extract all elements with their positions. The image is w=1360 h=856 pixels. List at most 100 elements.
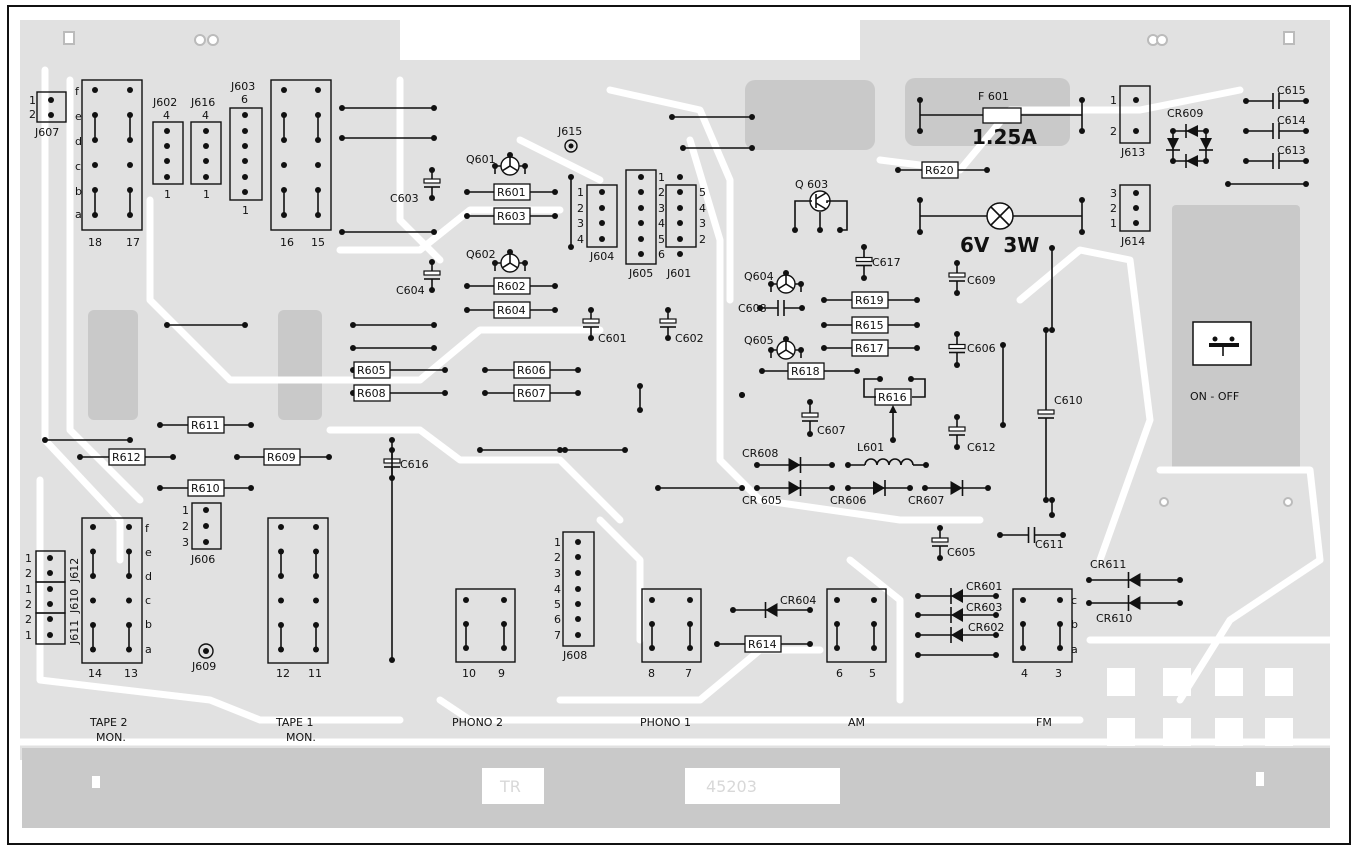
connector-j608: 1 2 3 4 5 6 7 J608 (554, 531, 595, 662)
svg-text:3: 3 (699, 217, 706, 230)
transistor-label: Q602 (466, 248, 496, 261)
fuse-rating: 1.25A (972, 125, 1037, 149)
svg-text:1: 1 (242, 204, 249, 217)
board-number-box (685, 768, 840, 804)
jumper-wire (339, 135, 437, 141)
capacitor-label: C616 (400, 458, 429, 471)
section-tape1-label: TAPE 1 (275, 716, 313, 729)
transistor-q605: Q605 (744, 334, 804, 360)
jumper-wire (477, 447, 563, 453)
capacitor-c612: C612 (948, 414, 996, 454)
capacitor-c603: C603 (390, 167, 441, 205)
svg-text:3: 3 (554, 567, 561, 580)
capacitor-label: C612 (967, 441, 996, 454)
svg-text:10: 10 (462, 667, 476, 680)
capacitor-c605: C605 (931, 525, 976, 561)
svg-text:3: 3 (1110, 187, 1117, 200)
jumper-wire (739, 392, 745, 398)
svg-text:6: 6 (241, 93, 248, 106)
capacitor-label: C606 (967, 342, 996, 355)
svg-text:e: e (145, 546, 152, 559)
diode-label: CR606 (830, 494, 866, 507)
svg-text:18: 18 (88, 236, 102, 249)
resistor-r620: R620 (895, 161, 990, 179)
capacitor-label: C614 (1277, 114, 1306, 127)
svg-text:J608: J608 (562, 649, 587, 662)
switch-6-5 (826, 588, 887, 663)
resistor-r603: R603 (464, 207, 558, 225)
switch-8-7 (641, 588, 702, 663)
lamp-indicator: 6V 3W (917, 197, 1085, 257)
capacitor-label: C617 (872, 256, 901, 269)
diode-cr601: CR601 (915, 580, 1002, 604)
svg-text:5: 5 (658, 233, 665, 246)
svg-text:J603: J603 (230, 80, 255, 93)
svg-text:2: 2 (554, 551, 561, 564)
diode-label: CR604 (780, 594, 816, 607)
svg-text:1: 1 (25, 583, 32, 596)
switch-14-13 (81, 517, 143, 664)
capacitor-c601: C601 (582, 307, 627, 345)
capacitor-label: C604 (396, 284, 425, 297)
capacitor-c613: C613 (1243, 144, 1309, 169)
svg-text:16: 16 (280, 236, 294, 249)
connector-j614: 3 2 1 J614 (1110, 184, 1151, 248)
svg-text:5: 5 (869, 667, 876, 680)
resistor-label: R605 (357, 364, 386, 377)
capacitor-c607: C607 (801, 399, 846, 437)
resistor-r612: R612 (77, 448, 176, 466)
power-switch[interactable]: ON - OFF (1190, 321, 1252, 403)
svg-text:15: 15 (311, 236, 325, 249)
connector-j603: J603 6 1 (229, 80, 263, 217)
diode-cr603: CR603 (915, 601, 1002, 623)
capacitor-label: C602 (675, 332, 704, 345)
svg-text:2: 2 (182, 520, 189, 533)
svg-text:2: 2 (1110, 202, 1117, 215)
slide-switches (81, 79, 1073, 664)
svg-text:4: 4 (163, 109, 170, 122)
resistor-label: R602 (497, 280, 526, 293)
resistor-r619: R619 (821, 291, 920, 309)
section-labels: TAPE 2 MON. TAPE 1 MON. PHONO 2 PHONO 1 … (89, 716, 1052, 744)
capacitor-label: C605 (947, 546, 976, 559)
jumper-wire (637, 383, 643, 413)
connector-j615: J615 (557, 125, 582, 153)
svg-text:d: d (75, 135, 82, 148)
diode-label: CR610 (1096, 612, 1132, 625)
svg-text:12: 12 (276, 667, 290, 680)
connector-j612-j610-j611: 1 2 1 2 2 1 J612 J610 J611 (25, 550, 81, 645)
resistor-r608: R608 (350, 384, 448, 402)
switch-12-11 (267, 517, 329, 664)
resistor-label: R607 (517, 387, 546, 400)
svg-text:a: a (75, 208, 82, 221)
diode-cr604: CR604 (730, 594, 816, 618)
capacitor-c608: C608 (738, 300, 805, 316)
jumper-wire (669, 114, 755, 120)
svg-text:8: 8 (648, 667, 655, 680)
capacitor-label: C610 (1054, 394, 1083, 407)
jumper-wire (1225, 181, 1309, 187)
q603-leads (792, 200, 848, 233)
resistors: R601R603R602R604R605R608R606R607R611R612… (77, 161, 990, 653)
resistor-r616: R616 (874, 388, 912, 406)
switch-18-17-row-letters: f e d c b a (75, 85, 82, 221)
capacitor-label: C609 (967, 274, 996, 287)
resistor-r605: R605 (350, 361, 448, 379)
svg-text:6: 6 (554, 613, 561, 626)
resistor-label: R604 (497, 304, 526, 317)
transistor-q603: Q 603 (795, 178, 831, 212)
svg-text:J614: J614 (1120, 235, 1145, 248)
diode-cr611: CR611 (1086, 558, 1183, 588)
resistor-r607: R607 (482, 384, 581, 402)
capacitor-label: C611 (1035, 538, 1064, 551)
jumper-wire (1049, 245, 1055, 333)
svg-text:e: e (75, 110, 82, 123)
transistor-q601: Q601 (466, 152, 528, 176)
jumper-wire (389, 437, 395, 663)
capacitor-label: C603 (390, 192, 419, 205)
svg-text:J612: J612 (68, 558, 81, 583)
capacitor-c615: C615 (1243, 84, 1309, 109)
